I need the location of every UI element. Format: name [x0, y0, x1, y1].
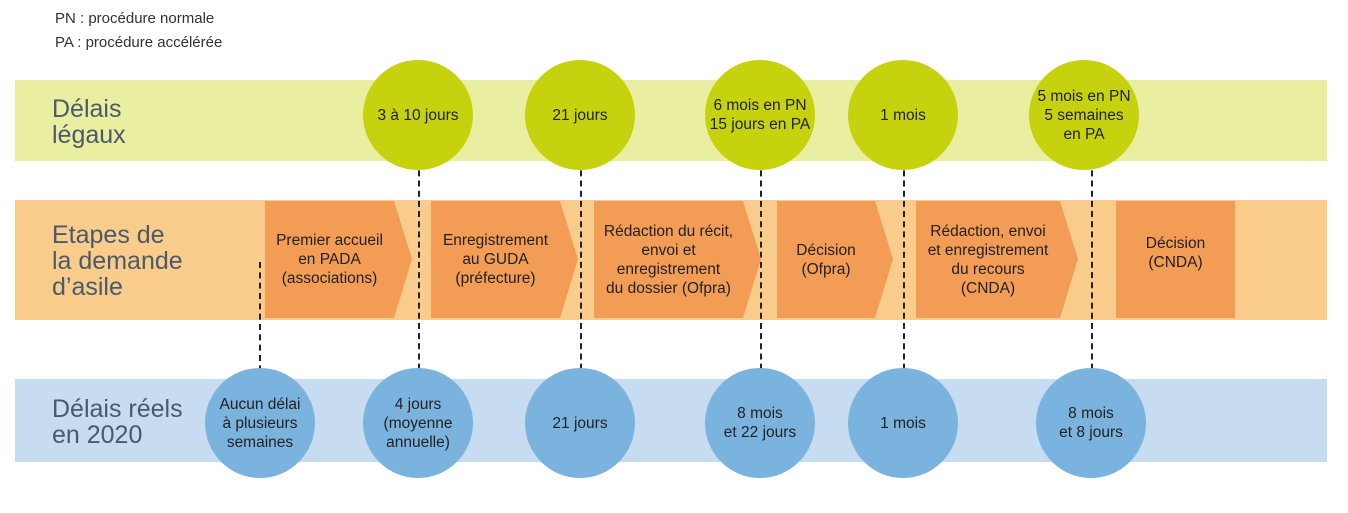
step-4-label: Décision (Ofpra) — [796, 241, 856, 278]
real-delay-circle: 1 mois — [848, 368, 958, 478]
real-delay-text: 8 mois et 8 jours — [1059, 405, 1123, 441]
real-delay-text: 8 mois et 22 jours — [723, 405, 797, 441]
legal-delay-text: 6 mois en PN 15 jours en PA — [709, 97, 811, 133]
connector-line — [1091, 150, 1093, 390]
step-1: Premier accueil en PADA (associations) — [265, 201, 412, 318]
step-2-label: Enregistrement au GUDA (préfecture) — [442, 232, 549, 287]
legal-delay-circle: 1 mois — [848, 60, 958, 170]
step-5-shape — [916, 201, 1078, 318]
connector-line — [418, 150, 420, 390]
step-6: Décision (CNDA) — [1116, 201, 1235, 318]
legend-pn: PN : procédure normale — [55, 10, 215, 27]
step-1-label: Premier accueil en PADA (associations) — [276, 232, 383, 287]
real-delay-circle: 21 jours — [525, 368, 635, 478]
legal-delay-text: 1 mois — [880, 106, 926, 124]
real-delay-circle: 8 mois et 8 jours — [1036, 368, 1146, 478]
connector-line — [580, 150, 582, 390]
connector-line — [259, 262, 261, 392]
real-delay-circle: Aucun délai à plusieurs semaines — [205, 368, 315, 478]
real-delay-circle: 4 jours (moyenne annuelle) — [363, 368, 473, 478]
label-real-delays: Délais réels en 2020 — [52, 395, 183, 449]
real-delay-text: 21 jours — [552, 414, 608, 432]
step-2: Enregistrement au GUDA (préfecture) — [431, 201, 578, 318]
legal-delay-circle: 3 à 10 jours — [363, 60, 473, 170]
real-delay-circle: 8 mois et 22 jours — [705, 368, 815, 478]
real-delay-text: 1 mois — [880, 414, 926, 432]
step-4: Décision (Ofpra) — [777, 201, 893, 318]
step-5: Rédaction, envoi et enregistrement du re… — [916, 201, 1078, 318]
legend-pa: PA : procédure accélérée — [55, 34, 223, 51]
step-3: Rédaction du récit, envoi et enregistrem… — [594, 201, 761, 318]
step-3-shape — [594, 201, 761, 318]
step-6-shape — [1116, 201, 1235, 318]
step-5-label: Rédaction, envoi et enregistrement du re… — [927, 222, 1049, 297]
legal-delay-circle: 5 mois en PN 5 semaines en PA — [1029, 60, 1139, 170]
step-1-shape — [265, 201, 412, 318]
step-6-label: Décision (CNDA) — [1145, 235, 1206, 271]
legal-delay-circle: 6 mois en PN 15 jours en PA — [705, 60, 815, 170]
legal-delay-text: 21 jours — [552, 106, 608, 124]
step-4-shape — [777, 201, 893, 318]
step-2-shape — [431, 201, 578, 318]
legal-delay-text: 5 mois en PN 5 semaines en PA — [1037, 87, 1131, 143]
real-delay-text: 4 jours (moyenne annuelle) — [383, 395, 453, 451]
real-delay-text: Aucun délai à plusieurs semaines — [219, 395, 301, 451]
step-3-label: Rédaction du récit, envoi et enregistrem… — [603, 222, 734, 297]
label-legal-delays: Délais légaux — [52, 95, 126, 149]
label-steps: Etapes de la demande d’asile — [52, 221, 183, 301]
connector-line — [903, 150, 905, 390]
legal-delay-text: 3 à 10 jours — [377, 106, 459, 124]
legal-delay-circle: 21 jours — [525, 60, 635, 170]
connector-line — [760, 150, 762, 390]
